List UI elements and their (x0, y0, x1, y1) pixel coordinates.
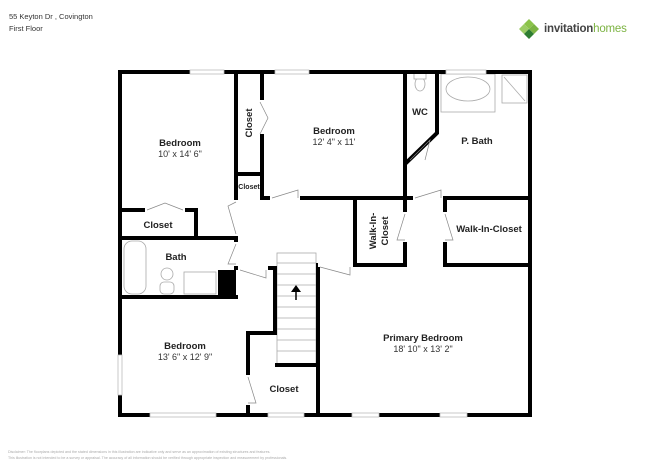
door-openings (145, 100, 447, 405)
room-label: Closet (380, 216, 391, 246)
property-address: 55 Keyton Dr , Covington (9, 12, 93, 21)
room-dimensions: 12' 4" x 11' (313, 137, 356, 147)
fixtures (123, 72, 528, 366)
room-label: Walk-In- (368, 213, 379, 250)
room-label: Closet (244, 108, 255, 138)
room-label: P. Bath (461, 136, 493, 147)
door-swings (146, 101, 454, 404)
room-label: Bedroom (159, 138, 201, 149)
room-label: Closet (143, 220, 173, 231)
room-label: Primary Bedroom (383, 333, 463, 344)
walls (118, 70, 532, 417)
stair-treads (277, 262, 316, 352)
disclaimer-line: Disclaimer: The floorplans depicted and … (8, 450, 271, 454)
stair-direction-arrow-icon (291, 285, 301, 300)
floor-label: First Floor (9, 24, 43, 33)
room-labels: Bedroom 10' x 14' 6" Closet Closet Close… (143, 107, 522, 395)
room-label: Bedroom (164, 341, 206, 352)
room-dimensions: 18' 10" x 13' 2" (393, 344, 452, 354)
bathtub-icon (123, 240, 147, 295)
room-label: WC (412, 107, 428, 118)
brand-logo: invitationhomes (518, 18, 627, 40)
windows (117, 69, 487, 418)
room-label: Closet (269, 384, 299, 395)
room-dimensions: 10' x 14' 6" (158, 149, 202, 159)
brand-name: invitationhomes (544, 23, 627, 35)
room-label: Bath (165, 252, 186, 263)
room-label: Bedroom (313, 126, 355, 137)
logo-mark-icon (519, 19, 539, 39)
room-label: Closet (238, 184, 260, 191)
toilet-icon (160, 267, 174, 281)
room-label: Walk-In-Closet (456, 224, 522, 235)
room-dimensions: 13' 6" x 12' 9" (158, 352, 212, 362)
sink-icon (183, 271, 217, 295)
disclaimer-line: This illustration is not intended to be … (8, 456, 288, 460)
chimney-block (218, 270, 236, 297)
